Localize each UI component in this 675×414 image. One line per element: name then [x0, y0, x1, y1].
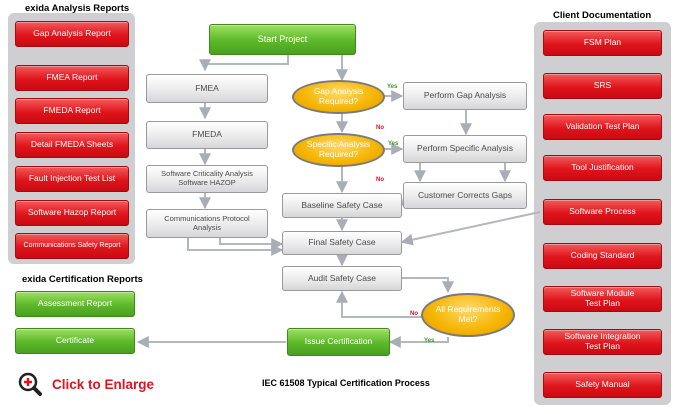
- gap-analysis-decision-line-1: Gap Analysis: [313, 86, 364, 97]
- specific-yes-label: Yes: [388, 141, 399, 147]
- validation-test-plan[interactable]: Validation Test Plan: [543, 114, 662, 140]
- software-process[interactable]: Software Process: [543, 199, 662, 225]
- assessment-report[interactable]: Assessment Report: [15, 291, 135, 317]
- software-module-test-plan-line-2: Test Plan: [585, 298, 620, 308]
- magnifier-plus-icon: [18, 372, 42, 396]
- specific-analysis-decision-line-1: Specific Analysis: [306, 139, 371, 150]
- communications-protocol-line-1: Communications Protocol: [164, 213, 250, 223]
- safety-manual[interactable]: Safety Manual: [543, 372, 662, 398]
- analysis-reports-heading: exida Analysis Reports: [25, 3, 130, 14]
- gap-no-label: No: [376, 125, 384, 131]
- click-to-enlarge-label: Click to Enlarge: [52, 376, 155, 392]
- srs[interactable]: SRS: [543, 73, 662, 99]
- perform-gap-analysis[interactable]: Perform Gap Analysis: [403, 82, 527, 110]
- audit-safety-case[interactable]: Audit Safety Case: [282, 266, 402, 291]
- specific-analysis-decision[interactable]: Specific Analysis Required?: [292, 133, 385, 167]
- baseline-safety-case[interactable]: Baseline Safety Case: [282, 193, 402, 218]
- specific-analysis-decision-line-2: Required?: [318, 149, 359, 159]
- client-documentation-heading: Client Documentation: [553, 10, 652, 21]
- software-criticality-line-1: Software Criticality Analysis: [161, 169, 253, 179]
- communications-protocol-line-2: Analysis: [193, 222, 221, 232]
- software-criticality-line-2: Software HAZOP: [178, 178, 236, 187]
- fmea-report[interactable]: FMEA Report: [15, 65, 129, 91]
- software-integration-test-plan-line-1: Software Integration: [564, 331, 641, 342]
- fsm-plan[interactable]: FSM Plan: [543, 30, 662, 56]
- issue-certification[interactable]: Issue Certification: [287, 328, 390, 356]
- software-module-test-plan-line-1: Software Module: [570, 288, 635, 299]
- communications-safety-report[interactable]: Communications Safety Report: [15, 233, 129, 259]
- all-requirements-met-decision[interactable]: All Requirements Met?: [421, 293, 515, 337]
- final-safety-case[interactable]: Final Safety Case: [282, 231, 402, 255]
- gap-analysis-decision[interactable]: Gap Analysis Required?: [292, 80, 385, 114]
- gap-yes-label: Yes: [387, 84, 398, 90]
- software-integration-test-plan-line-2: Test Plan: [585, 341, 620, 351]
- fmeda-step[interactable]: FMEDA: [146, 121, 268, 149]
- gap-analysis-decision-line-2: Required?: [318, 96, 359, 106]
- requirements-no-label: No: [410, 311, 418, 317]
- customer-corrects-gaps[interactable]: Customer Corrects Gaps: [403, 182, 527, 209]
- click-to-enlarge-link[interactable]: Click to Enlarge: [18, 372, 154, 396]
- certificate[interactable]: Certificate: [15, 328, 135, 354]
- software-criticality-step[interactable]: Software Criticality Analysis Software H…: [146, 165, 268, 193]
- software-hazop-report[interactable]: Software Hazop Report: [15, 200, 129, 226]
- requirements-decision-line-2: Met?: [458, 314, 478, 324]
- software-integration-test-plan[interactable]: Software Integration Test Plan: [543, 329, 662, 355]
- fmeda-report[interactable]: FMEDA Report: [15, 98, 129, 124]
- specific-no-label: No: [376, 177, 384, 183]
- coding-standard[interactable]: Coding Standard: [543, 243, 662, 269]
- communications-protocol-step[interactable]: Communications Protocol Analysis: [146, 209, 268, 238]
- start-project[interactable]: Start Project: [209, 24, 356, 55]
- detail-fmeda-sheets[interactable]: Detail FMEDA Sheets: [15, 132, 129, 158]
- requirements-decision-line-1: All Requirements: [435, 304, 501, 315]
- software-module-test-plan[interactable]: Software Module Test Plan: [543, 286, 662, 312]
- perform-specific-analysis[interactable]: Perform Specific Analysis: [403, 135, 527, 163]
- tool-justification[interactable]: Tool Justification: [543, 155, 662, 181]
- fmea-step[interactable]: FMEA: [146, 74, 268, 103]
- diagram-caption: IEC 61508 Typical Certification Process: [262, 378, 430, 388]
- fault-injection-test-list[interactable]: Fault Injection Test List: [15, 166, 129, 192]
- gap-analysis-report[interactable]: Gap Analysis Report: [15, 21, 129, 47]
- certification-reports-heading: exida Certification Reports: [22, 274, 143, 285]
- requirements-yes-label: Yes: [424, 338, 435, 344]
